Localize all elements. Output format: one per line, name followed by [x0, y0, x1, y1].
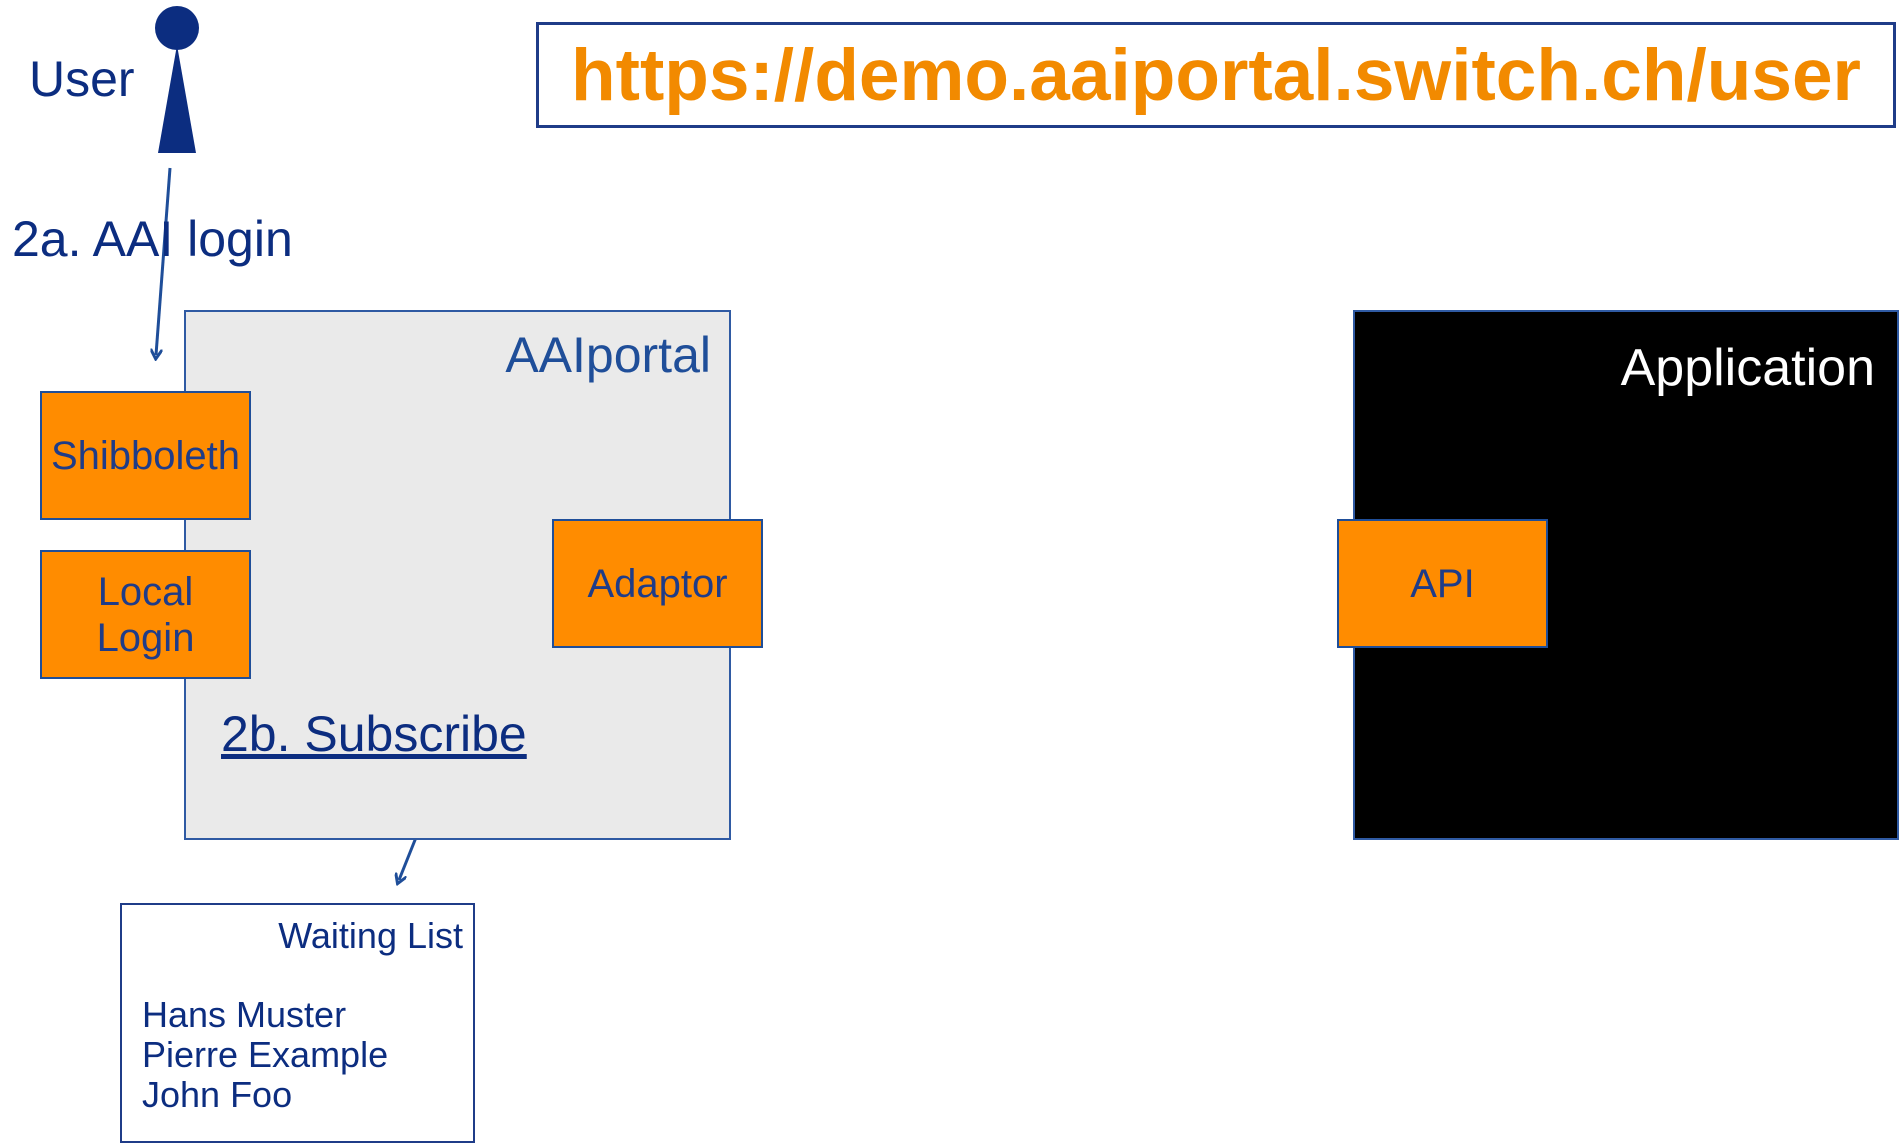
url-text: https://demo.aaiportal.switch.ch/user [571, 34, 1861, 116]
waiting-list-entries: Hans Muster Pierre Example John Foo [142, 995, 388, 1115]
list-item: Pierre Example [142, 1034, 389, 1075]
user-label: User [29, 51, 135, 107]
application-title: Application [1620, 339, 1875, 397]
waiting-list-title: Waiting List [278, 915, 463, 956]
url-box: https://demo.aaiportal.switch.ch/user [536, 22, 1896, 128]
login-step-label: 2a. AAI login [12, 211, 293, 267]
subscribe-step-link[interactable]: 2b. Subscribe [221, 706, 527, 762]
adaptor-module: Adaptor [552, 519, 763, 648]
list-item: John Foo [142, 1074, 293, 1115]
waiting-list-box: Waiting List Hans Muster Pierre Example … [120, 903, 475, 1143]
aaiportal-title: AAIportal [505, 327, 711, 383]
shibboleth-module: Shibboleth [40, 391, 251, 520]
api-module: API [1337, 519, 1548, 648]
list-item: Hans Muster [142, 994, 347, 1035]
user-figure-icon [155, 6, 199, 153]
